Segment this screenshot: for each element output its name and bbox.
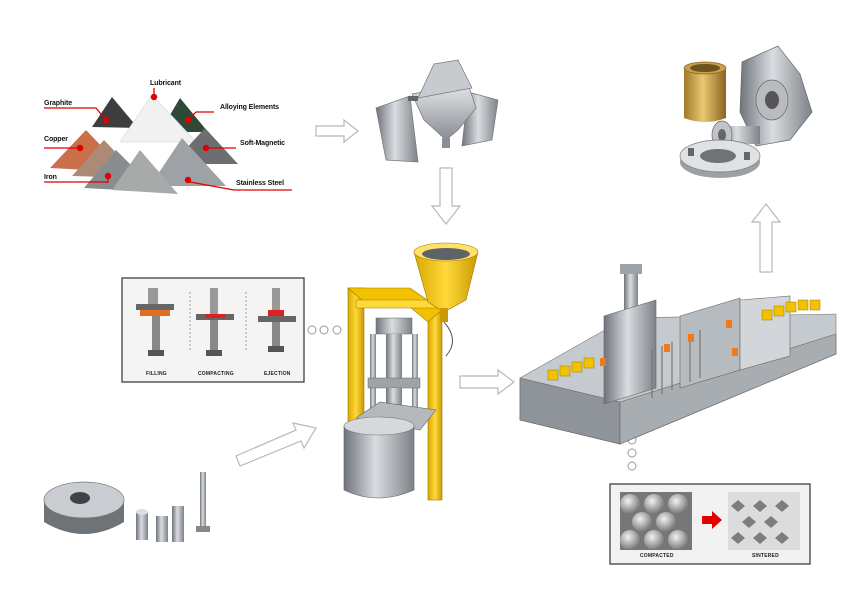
lubricant-pile [119,94,198,143]
arrow-diag-tooling-to-press [235,422,317,467]
center-pile [112,150,178,194]
stainless-pile [150,138,226,186]
finished-parts [679,45,813,178]
label-ejection: EJECTION [264,371,291,377]
powder-piles [50,94,238,194]
label-graphite: Graphite [44,100,72,107]
compaction-press [343,242,479,501]
press-tooling [43,472,210,542]
label-stainless-steel: Stainless Steel [236,180,284,187]
label-compacted: COMPACTED [640,553,674,559]
label-filling: FILLING [146,371,167,377]
arrow-down-mixer-to-press [430,167,462,225]
label-lubricant: Lubricant [150,80,181,87]
sintered-grains [731,500,789,544]
powder-leaders [44,88,292,191]
label-alloying-elements: Alloying Elements [220,104,279,111]
connector-dots [307,325,637,471]
transform-arrow [702,511,722,529]
compacted-grains [620,494,688,550]
flow-arrows [235,118,782,467]
sintering-furnace [519,264,837,445]
label-compacting: COMPACTING [198,371,234,377]
label-soft-magnetic: Soft-Magnetic [240,140,285,147]
arrow-right-powders-to-mixer [315,118,359,144]
microstructure-panel [609,483,811,565]
label-copper: Copper [44,136,68,143]
arrow-up-furnace-to-parts [750,203,782,273]
label-sintered: SINTERED [752,553,779,559]
double-cone-mixer [375,59,499,163]
arrow-right-press-to-furnace [459,368,515,396]
press-cycle-panel [121,277,305,383]
label-iron: Iron [44,174,57,181]
